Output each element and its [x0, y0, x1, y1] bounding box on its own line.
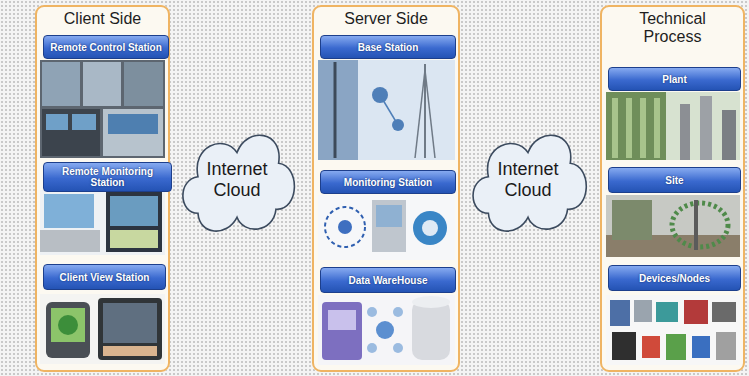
station-button: Site	[608, 167, 741, 193]
button-label: Remote Monitoring Station	[44, 166, 171, 188]
button-label: Remote Control Station	[47, 42, 165, 53]
cloud-label: Internet Cloud	[489, 159, 567, 201]
button-label: Data WareHouse	[345, 275, 430, 286]
control-room-photo	[40, 60, 165, 158]
button-label: Client View Station	[57, 272, 153, 283]
panel-ground	[600, 5, 745, 372]
site-photo	[606, 195, 740, 257]
button-label: Monitoring Station	[341, 177, 435, 188]
antenna-photo	[318, 60, 455, 160]
cloud-label: Internet Cloud	[198, 159, 276, 201]
button-label: Site	[662, 175, 686, 186]
group-panel: Technical ProcessPlantSiteDevices/Nodes	[600, 5, 745, 372]
station-button: Remote Monitoring Station	[43, 162, 172, 192]
panel-ground	[312, 5, 460, 372]
station-button: Data WareHouse	[320, 267, 456, 293]
button-label: Base Station	[355, 42, 422, 53]
cloud-outline	[183, 135, 295, 231]
network-photo	[318, 195, 455, 260]
panel-heading: Server Side	[321, 10, 451, 28]
button-label: Plant	[659, 74, 689, 85]
cloud-outline	[473, 135, 586, 231]
handheld-photo	[40, 294, 165, 364]
station-button: Base Station	[320, 35, 456, 59]
devices-photo	[606, 295, 740, 365]
station-button: Devices/Nodes	[608, 265, 741, 291]
cloud-shape: Internet Cloud	[462, 112, 594, 247]
panel-heading: Client Side	[43, 10, 163, 28]
warehouse-photo	[318, 295, 455, 365]
group-panel: Client SideRemote Control StationRemote …	[35, 5, 170, 372]
laptop-photo	[40, 190, 165, 255]
station-button: Client View Station	[43, 264, 166, 290]
plant-photo	[606, 92, 740, 160]
cloud-shape: Internet Cloud	[172, 112, 302, 247]
station-button: Plant	[608, 67, 741, 91]
button-label: Devices/Nodes	[636, 273, 713, 284]
station-button: Monitoring Station	[320, 170, 456, 194]
group-panel: Server SideBase StationMonitoring Statio…	[312, 5, 460, 372]
panel-heading: Technical Process	[620, 10, 725, 46]
station-button: Remote Control Station	[43, 35, 169, 59]
